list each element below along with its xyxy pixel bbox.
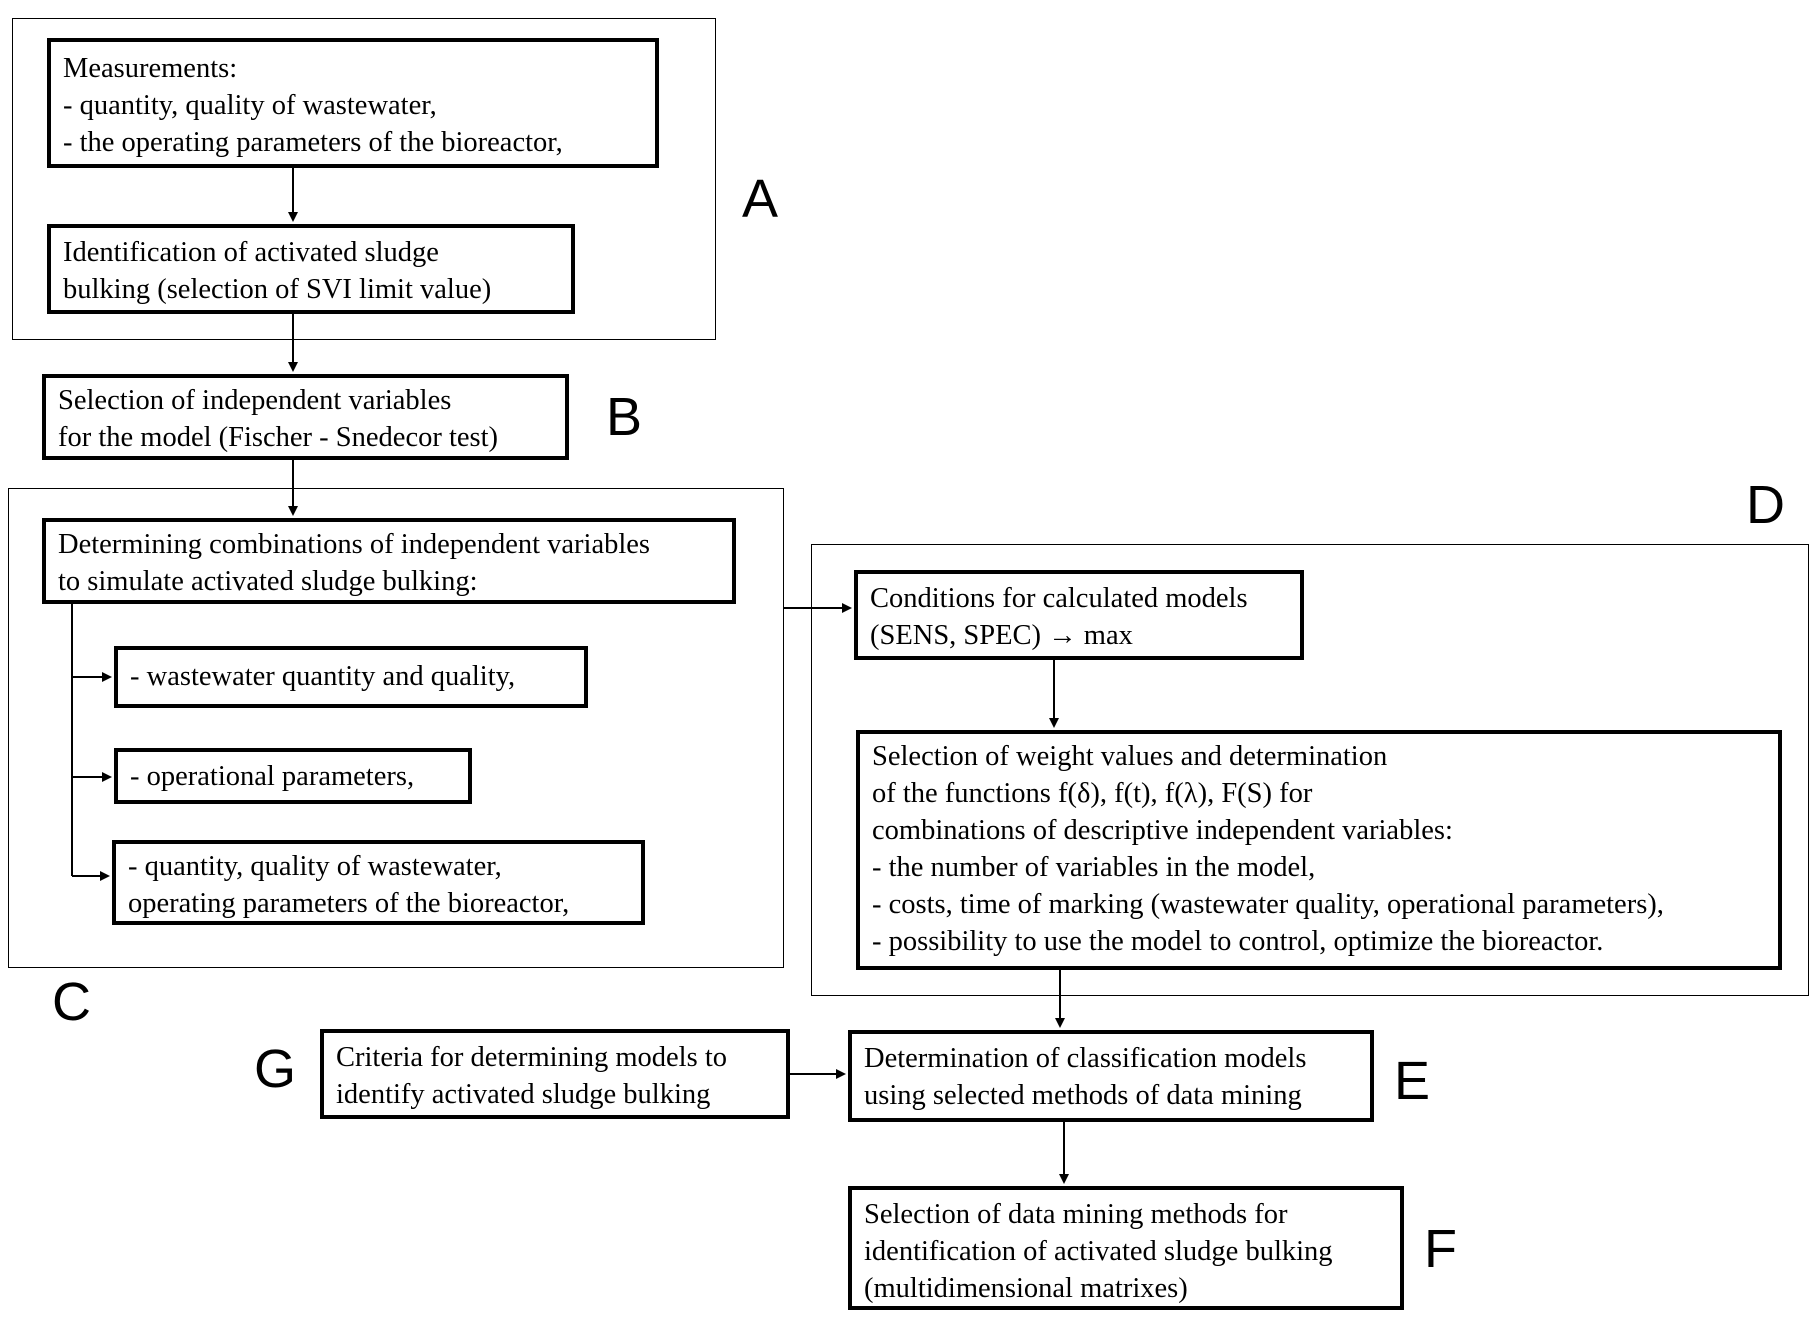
box-conditions: Conditions for calculated models (SENS, …: [854, 570, 1304, 660]
selection-independent-line-2: for the model (Fischer - Snedecor test): [58, 422, 499, 453]
selection-weights-line-4: - the number of variables in the model,: [872, 852, 1316, 883]
selection-methods-line-1: Selection of data mining methods for: [864, 1199, 1288, 1230]
selection-methods-line-3: (multidimensional matrixes): [864, 1273, 1188, 1304]
identification-line-1: Identification of activated sludge: [63, 237, 439, 268]
box-identification: Identification of activated sludge bulki…: [47, 224, 575, 314]
quantity-quality-operating-line-2: operating parameters of the bioreactor,: [128, 888, 570, 919]
group-label-f: F: [1424, 1219, 1457, 1279]
box-determination-classification: Determination of classification models u…: [848, 1030, 1374, 1122]
operational-params-line-1: - operational parameters,: [130, 761, 415, 792]
selection-weights-line-2: of the functions f(δ), f(t), f(λ), F(S) …: [872, 778, 1313, 809]
group-label-b: B: [606, 387, 643, 447]
box-selection-methods: Selection of data mining methods for ide…: [848, 1186, 1404, 1310]
conditions-line-2: (SENS, SPEC) → max: [870, 620, 1133, 651]
measurements-line-1: Measurements:: [63, 53, 238, 84]
conditions-line-1: Conditions for calculated models: [870, 583, 1248, 614]
group-d-frame: [811, 544, 1809, 996]
selection-weights-line-6: - possibility to use the model to contro…: [872, 926, 1604, 957]
group-label-d: D: [1746, 475, 1785, 535]
wastewater-qq-line-1: - wastewater quantity and quality,: [130, 661, 516, 692]
box-wastewater-quantity-quality: - wastewater quantity and quality,: [114, 646, 588, 708]
group-c-frame: [8, 488, 784, 968]
group-label-e: E: [1394, 1051, 1431, 1111]
box-determining-combinations: Determining combinations of independent …: [42, 518, 736, 604]
selection-weights-line-1: Selection of weight values and determina…: [872, 741, 1388, 772]
quantity-quality-operating-line-1: - quantity, quality of wastewater,: [128, 851, 502, 882]
selection-weights-line-3: combinations of descriptive independent …: [872, 815, 1453, 846]
box-criteria: Criteria for determining models to ident…: [320, 1029, 790, 1119]
selection-independent-line-1: Selection of independent variables: [58, 385, 452, 416]
box-selection-weights: Selection of weight values and determina…: [856, 730, 1782, 970]
selection-methods-line-2: identification of activated sludge bulki…: [864, 1236, 1333, 1267]
group-a-frame: [12, 18, 716, 340]
determining-combinations-line-1: Determining combinations of independent …: [58, 529, 651, 560]
box-quantity-quality-operating: - quantity, quality of wastewater, opera…: [112, 840, 645, 925]
group-label-g: G: [254, 1039, 297, 1099]
box-selection-independent: Selection of independent variables for t…: [42, 374, 569, 460]
identification-line-2: bulking (selection of SVI limit value): [63, 274, 492, 305]
measurements-line-3: - the operating parameters of the biorea…: [63, 127, 563, 158]
criteria-line-1: Criteria for determining models to: [336, 1042, 727, 1073]
criteria-line-2: identify activated sludge bulking: [336, 1079, 711, 1110]
determination-classification-line-1: Determination of classification models: [864, 1043, 1307, 1074]
box-operational-parameters: - operational parameters,: [114, 748, 472, 804]
group-label-a: A: [742, 169, 779, 229]
box-measurements: Measurements: - quantity, quality of was…: [47, 38, 659, 168]
determining-combinations-line-2: to simulate activated sludge bulking:: [58, 566, 478, 597]
selection-weights-line-5: - costs, time of marking (wastewater qua…: [872, 889, 1664, 920]
determination-classification-line-2: using selected methods of data mining: [864, 1080, 1302, 1111]
measurements-line-2: - quantity, quality of wastewater,: [63, 90, 437, 121]
group-label-c: C: [52, 972, 91, 1032]
